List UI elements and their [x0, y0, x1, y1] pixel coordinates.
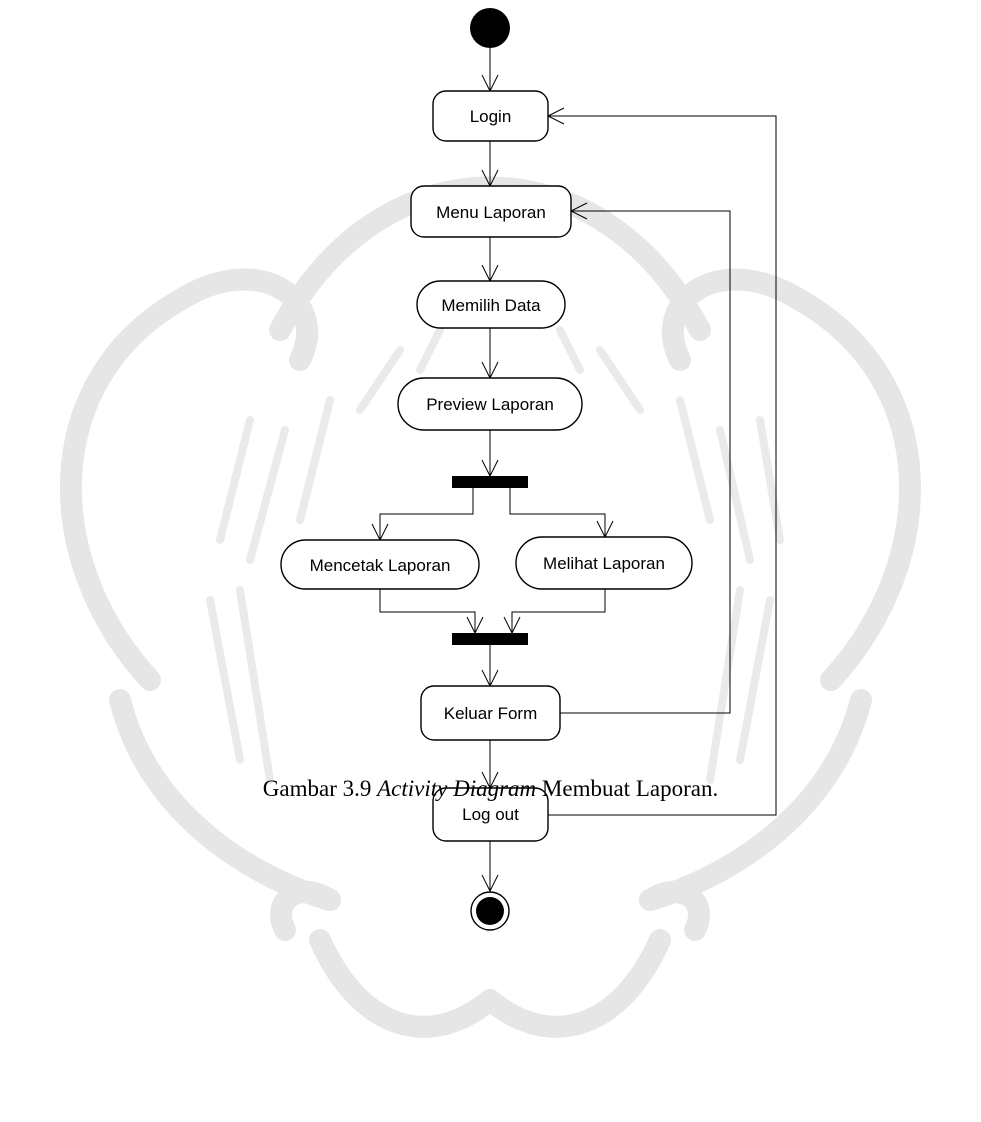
node-menu-laporan-label: Menu Laporan	[436, 203, 546, 222]
caption-prefix: Gambar 3.9	[262, 776, 378, 801]
figure-caption: Gambar 3.9 Activity Diagram Membuat Lapo…	[0, 776, 981, 802]
caption-suffix: Membuat Laporan.	[536, 776, 719, 801]
fork-bar	[452, 476, 528, 488]
node-login-label: Login	[470, 107, 512, 126]
node-memilih-data-label: Memilih Data	[441, 296, 541, 315]
node-menu-laporan: Menu Laporan	[410, 185, 572, 238]
final-node	[470, 891, 510, 931]
node-mencetak-laporan: Mencetak Laporan	[280, 539, 480, 590]
caption-italic: Activity Diagram	[377, 776, 537, 801]
node-memilih-data: Memilih Data	[416, 280, 566, 329]
node-mencetak-laporan-label: Mencetak Laporan	[310, 556, 451, 575]
node-log-out-label: Log out	[462, 805, 519, 824]
watermark-logo	[59, 176, 921, 1038]
node-log-out: Log out	[432, 787, 549, 842]
node-melihat-laporan: Melihat Laporan	[515, 536, 693, 590]
node-login: Login	[432, 90, 549, 142]
node-keluar-form-label: Keluar Form	[444, 704, 538, 723]
join-bar	[452, 633, 528, 645]
node-preview-laporan-label: Preview Laporan	[426, 395, 554, 414]
node-keluar-form: Keluar Form	[420, 685, 561, 741]
node-melihat-laporan-label: Melihat Laporan	[543, 554, 665, 573]
initial-node	[470, 8, 510, 48]
node-preview-laporan: Preview Laporan	[397, 377, 583, 431]
